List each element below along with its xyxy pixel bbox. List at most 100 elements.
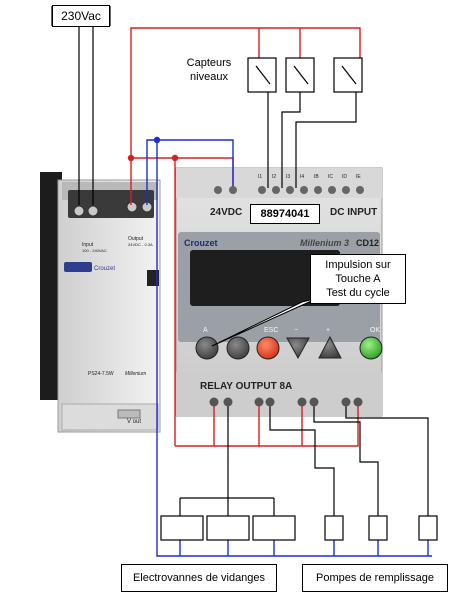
- pump-1-wire: [269, 402, 335, 516]
- supply-voltage-label: 230Vac: [61, 9, 101, 23]
- pump-contactor: [324, 515, 344, 541]
- neutral-junction-dot: [153, 136, 161, 144]
- relay-terminal-screw: [309, 397, 319, 407]
- pump-contactor: [368, 515, 388, 541]
- relay-terminal-screw: [341, 397, 351, 407]
- drain-valve-coil: [206, 515, 250, 541]
- controller-button-label: OK: [370, 327, 380, 334]
- input-terminal-label: I2: [272, 174, 276, 180]
- pump-contactor: [418, 515, 438, 541]
- button-plus-icon: [318, 335, 342, 359]
- test-callout: Impulsion sur Touche A Test du cycle: [310, 254, 406, 304]
- terminal-screw: [300, 186, 308, 194]
- relay-terminal-screw: [223, 397, 233, 407]
- phase-junction-dot: [171, 154, 179, 162]
- button-ok-icon: [359, 336, 383, 360]
- drain-valve-wires: [179, 402, 275, 516]
- sensor-common-wires: [258, 28, 301, 58]
- input-terminal-label: ID: [342, 174, 347, 180]
- terminal-screw: [286, 186, 294, 194]
- input-terminal-label: IE: [356, 174, 361, 180]
- controller-terminals: [209, 186, 364, 407]
- terminal-screw: [328, 186, 336, 194]
- crouzet-logo-badge: [64, 262, 92, 272]
- controller-power-label: 24VDC: [210, 207, 242, 218]
- level-sensors: [247, 57, 363, 93]
- terminal-screw: [258, 186, 266, 194]
- controller-relay-label: RELAY OUTPUT 8A: [200, 381, 292, 392]
- phase-feed-wire: [130, 27, 361, 205]
- psu-bottom-plate: [61, 403, 159, 431]
- phase-junction-dot: [127, 154, 135, 162]
- relay-terminal-screw: [297, 397, 307, 407]
- controller-button-label: −: [294, 327, 298, 334]
- psu-output-range: 24VDC - 0.3A: [128, 242, 153, 247]
- controller-button-label: ESC: [264, 327, 278, 334]
- pump-2-wire: [313, 402, 379, 516]
- psu-brand: Crouzet: [94, 266, 115, 272]
- button-a-icon: [195, 336, 219, 360]
- supply-voltage-box: 230Vac: [52, 5, 110, 27]
- neutral-to-controller-wire: [157, 139, 234, 188]
- psu-terminal-screw: [87, 205, 99, 217]
- button-esc-icon: [256, 336, 280, 360]
- controller-model: CD12: [356, 238, 379, 248]
- din-rail-clip: [40, 172, 62, 400]
- drain-valve-coil: [160, 515, 204, 541]
- terminal-screw: [229, 186, 237, 194]
- neutral-from-psu-wire: [146, 139, 157, 205]
- psu-model: PS24-7.5W: [88, 371, 114, 377]
- pumps-label: Pompes de remplissage: [315, 572, 434, 584]
- button-minus-icon: [286, 337, 310, 360]
- signal-wiring: [51, 6, 429, 516]
- test-callout-text: Impulsion sur Touche A Test du cycle: [325, 259, 391, 299]
- psu-terminal-screw: [73, 205, 85, 217]
- terminal-screw: [314, 186, 322, 194]
- loads: [160, 515, 438, 541]
- lcd-screen: [190, 250, 340, 306]
- switch-contact-icon: [293, 65, 309, 85]
- input-terminal-strip: [176, 168, 382, 198]
- controller-button-label: +: [326, 327, 330, 334]
- relay-terminal-screw: [209, 397, 219, 407]
- drain-valves-box: Electrovannes de vidanges: [121, 564, 277, 592]
- level-sensor-switch: [247, 57, 277, 93]
- input-terminal-label: I3: [286, 174, 290, 180]
- input-terminal-label: IC: [328, 174, 333, 180]
- sensor-input-wires: [267, 92, 357, 188]
- input-terminal-label: I1: [258, 174, 262, 180]
- psu-input-label: Input: [82, 242, 94, 248]
- button-left-icon: [226, 336, 250, 360]
- neutral-wiring: [146, 139, 432, 557]
- phase-common-wire: [175, 402, 359, 447]
- power-supply-module: [40, 172, 161, 433]
- controller-series: Millenium 3: [300, 238, 349, 248]
- terminal-screw: [272, 186, 280, 194]
- terminal-screw: [342, 186, 350, 194]
- neutral-load-taps: [179, 540, 429, 556]
- button-labels: A ESC − + OK: [203, 327, 380, 334]
- level-sensor-switch: [285, 57, 315, 93]
- controller-brand: Crouzet: [184, 238, 218, 248]
- product-code: 88974041: [260, 208, 310, 220]
- device-labels: Input 100 - 240VAC Output 24VDC - 0.3A C…: [82, 174, 380, 425]
- controller-button-label: A: [203, 327, 208, 334]
- product-code-box: 88974041: [250, 204, 320, 224]
- drain-valve-coil: [252, 515, 296, 541]
- relay-terminal-screw: [353, 397, 363, 407]
- relay-terminal-screw: [265, 397, 275, 407]
- psu-body: [57, 179, 161, 433]
- psu-terminal-screw: [126, 201, 138, 213]
- drain-valves-label: Electrovannes de vidanges: [132, 572, 266, 584]
- relay-terminal-strip: [176, 372, 382, 416]
- level-sensor-switch: [333, 57, 363, 93]
- switch-contact-icon: [341, 65, 357, 85]
- terminal-screw: [356, 186, 364, 194]
- switch-contact-icon: [255, 65, 271, 85]
- pumps-box: Pompes de remplissage: [302, 564, 448, 592]
- psu-output-label: Output: [128, 236, 144, 242]
- relay-terminal-screw: [254, 397, 264, 407]
- psu-status-led: [147, 270, 159, 286]
- pump-3-wire: [345, 402, 429, 516]
